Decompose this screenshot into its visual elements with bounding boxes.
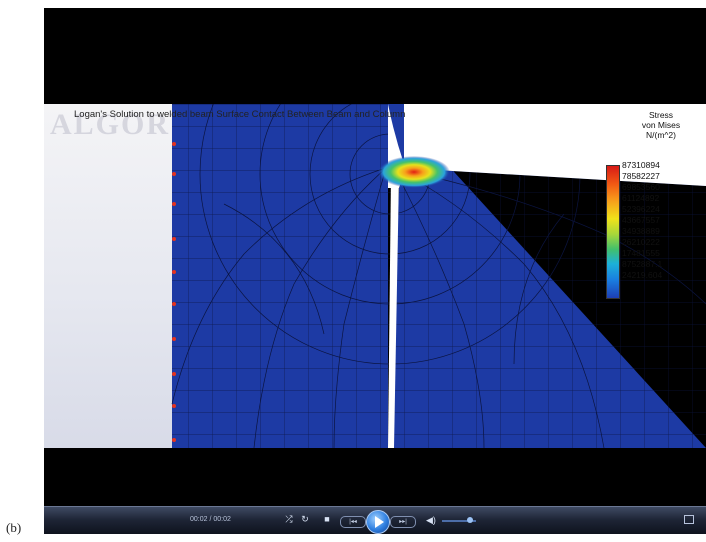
figure-label: (b) (6, 520, 22, 535)
fullscreen-icon[interactable] (684, 515, 694, 524)
legend-value: 43667557 (622, 215, 660, 225)
constraint-markers (172, 142, 176, 442)
legend-value: 87310894 (622, 160, 660, 170)
repeat-icon[interactable]: ↻ (301, 514, 309, 524)
volume-icon[interactable]: ◀) (426, 515, 436, 525)
watermark-logo: ALGOR (50, 108, 171, 141)
play-button[interactable] (366, 510, 390, 534)
video-frame[interactable]: ALGOR (44, 104, 706, 448)
color-bar (606, 165, 620, 299)
player-controls: 00:02 / 00:02 ⤮ ↻ ■ |◂◂ ▸▸| ◀) (44, 506, 706, 534)
legend-title-1: Stress (648, 110, 674, 120)
simulation-title: Logan's Solution to welded beam Surface … (74, 109, 406, 120)
legend-value: 34938889 (622, 226, 660, 236)
stress-hotspot (378, 156, 450, 188)
volume-slider[interactable] (442, 520, 476, 522)
legend-value: 78582227 (622, 171, 660, 181)
legend-value: 69853560 (622, 182, 660, 192)
volume-knob[interactable] (467, 517, 473, 523)
legend-value: 24219.604 (622, 270, 663, 280)
legend-value: 61124892 (622, 193, 660, 203)
legend-values: 87310894 78582227 69853560 61124892 5239… (622, 160, 662, 281)
fea-mesh (171, 104, 706, 448)
previous-button[interactable]: |◂◂ (340, 516, 366, 528)
media-player: ALGOR (44, 8, 706, 534)
stop-icon[interactable]: ■ (324, 514, 330, 524)
legend-value: 8752887.1 (622, 259, 663, 269)
stress-legend: Stress von Mises N/(m^2) 87310894 785822… (602, 110, 706, 320)
legend-value: 17481555 (622, 248, 660, 258)
legend-title-2: von Mises (641, 120, 681, 130)
legend-title-3: N/(m^2) (646, 130, 676, 140)
play-icon (375, 516, 384, 528)
left-background (44, 104, 174, 448)
legend-value: 26210222 (622, 237, 660, 247)
next-button[interactable]: ▸▸| (390, 516, 416, 528)
shuffle-icon[interactable]: ⤮ (285, 514, 293, 524)
legend-value: 52396224 (622, 204, 660, 214)
time-display: 00:02 / 00:02 (190, 516, 231, 523)
gap-crack (388, 170, 399, 448)
